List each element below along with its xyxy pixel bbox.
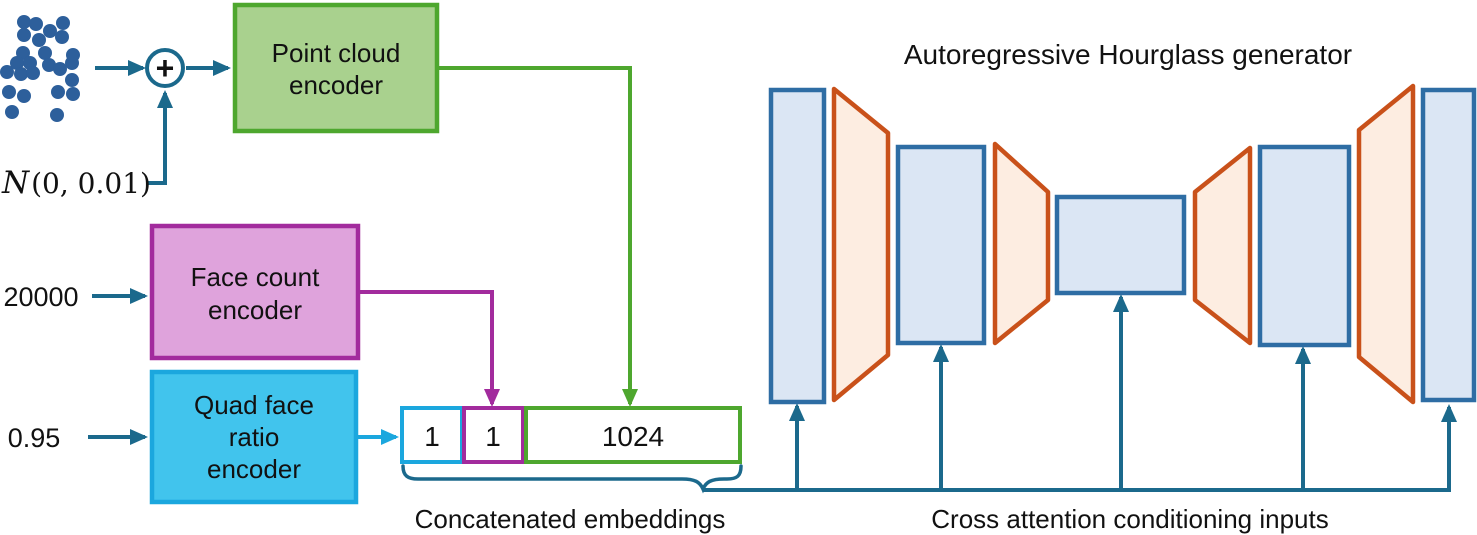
point-dot xyxy=(17,28,31,42)
hourglass-upsample-1 xyxy=(1192,145,1253,346)
point-dot xyxy=(10,56,24,70)
quad-face-ratio-encoder-box xyxy=(149,369,359,505)
quad-ratio-encoder-label-line2: ratio xyxy=(229,422,280,452)
noise-connector-arrow xyxy=(146,90,173,185)
sum-node xyxy=(145,48,185,88)
connector-facecount-to-embedding xyxy=(360,290,500,407)
hourglass-encoder-stage-2 xyxy=(895,144,987,346)
hourglass-upsample-2 xyxy=(1356,83,1416,405)
point-dot xyxy=(43,24,57,38)
embedding-cell-quad-ratio-label: 1 xyxy=(424,421,440,452)
point-dot xyxy=(26,66,40,80)
point-dot xyxy=(53,62,67,76)
connector-pointcloud-to-embedding xyxy=(439,66,638,407)
point-cloud-encoder-box xyxy=(232,2,440,134)
hourglass-downsample-2 xyxy=(992,141,1051,346)
embeddings-brace xyxy=(401,464,743,494)
face-count-encoder-box xyxy=(149,223,361,361)
point-cloud-icon xyxy=(0,15,80,122)
noise-label: N(0, 0.01) xyxy=(1,165,151,201)
point-dot xyxy=(51,85,65,99)
noise-symbol: N xyxy=(1,165,31,201)
generator-title: Autoregressive Hourglass generator xyxy=(904,39,1352,70)
noise-args: (0, 0.01) xyxy=(31,167,151,200)
point-dot xyxy=(32,33,46,47)
embeddings-caption: Concatenated embeddings xyxy=(415,504,726,534)
quad-ratio-value: 0.95 xyxy=(8,423,61,453)
hourglass-encoder-stage-1 xyxy=(768,87,827,405)
embedding-cell-point-cloud-label: 1024 xyxy=(602,421,664,452)
point-dot xyxy=(2,85,16,99)
point-dot xyxy=(42,58,56,72)
point-cloud-encoder-label-line2: encoder xyxy=(289,70,383,100)
point-dot xyxy=(50,108,64,122)
point-dot xyxy=(55,30,69,44)
embedding-cell-face-count-label: 1 xyxy=(485,421,501,452)
face-count-encoder-label-line1: Face count xyxy=(191,262,320,292)
hourglass-downsample-1 xyxy=(831,86,891,403)
point-dot xyxy=(17,89,31,103)
point-cloud-encoder-label-line1: Point cloud xyxy=(272,38,401,68)
hourglass-bottleneck xyxy=(1054,194,1187,296)
point-dot xyxy=(56,16,70,30)
conditioning-bus-line xyxy=(703,404,1457,492)
point-dot xyxy=(0,65,14,79)
point-dot xyxy=(38,46,52,60)
point-dot xyxy=(66,87,80,101)
point-dot xyxy=(14,67,28,81)
point-dot xyxy=(66,48,80,62)
face-count-value: 20000 xyxy=(3,282,78,312)
conditioning-caption: Cross attention conditioning inputs xyxy=(931,504,1328,534)
quad-ratio-encoder-label-line3: encoder xyxy=(207,454,301,484)
face-count-encoder-label-line2: encoder xyxy=(208,295,302,325)
point-dot xyxy=(5,105,19,119)
point-dot xyxy=(29,17,43,31)
embedding-cell-face-count xyxy=(462,406,525,464)
hourglass-decoder-stage-1 xyxy=(1257,144,1352,348)
embedding-cell-point-cloud xyxy=(524,406,742,464)
point-dot xyxy=(17,15,31,29)
sum-symbol: + xyxy=(156,50,175,86)
hourglass-decoder-stage-2 xyxy=(1420,87,1477,403)
quad-ratio-encoder-label-line1: Quad face xyxy=(194,390,314,420)
point-dot xyxy=(65,73,79,87)
